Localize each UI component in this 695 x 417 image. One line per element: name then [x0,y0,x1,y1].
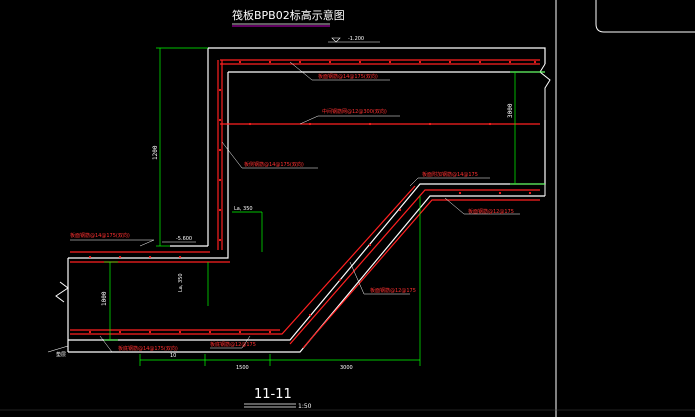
break-symbols [55,63,551,303]
label-left-upper: 板面钢筋@14@175(双向) [70,232,130,239]
label-bottom-mid: 板底钢筋@12@175 [210,341,256,348]
label-mid-mat: 中间钢筋网@12@300(双向) [322,108,387,115]
label-slope: 板面钢筋@12@175 [370,287,416,294]
scale-text: 1:50 [298,403,312,410]
dim-right-vertical: 3000 [507,103,514,118]
rebar-annotations: 板面钢筋@14@175(双向) 中间钢筋网@12@300(双向) 板侧钢筋@14… [70,73,514,352]
dimension-lines [104,47,545,366]
drawing-title: 筏板BPB02标高示意图 [232,8,345,27]
concrete-outline [67,47,546,353]
label-bottom-left: 板底钢筋@14@175(双向) [118,345,178,352]
dim-la-lower: La, 350 [178,273,184,292]
label-wall-side: 板侧钢筋@14@175(双向) [244,161,304,168]
section-label: 11-11 1:50 [244,387,312,410]
label-upper-right: 板面附加钢筋@14@175 [422,171,478,178]
top-level-text: -1.200 [348,36,364,42]
top-level-mark: -1.200 [328,36,380,43]
section-label-text: 11-11 [254,387,292,402]
ground-tag: 垫层 [47,345,69,358]
dim-left-low-vertical: 1000 [101,291,108,306]
dim-bottom-right: 3000 [340,365,353,371]
label-top-mat: 板面钢筋@14@175(双向) [318,73,378,80]
dim-bottom-mid: 1500 [236,365,249,371]
label-right-mid: 板面钢筋@12@175 [468,208,514,215]
ground-tag-text: 垫层 [56,351,66,358]
rebar-dots [88,60,537,334]
rebar-lines [70,59,540,349]
dimension-annotations: 1200 3000 1000 La, 350 La, 350 10 1500 3… [101,103,514,371]
step-level-mark: -5.600 [162,236,196,243]
title-text: 筏板BPB02标高示意图 [232,8,345,22]
dim-la-upper: La, 350 [234,206,253,212]
dim-left-vertical: 1200 [152,145,159,160]
dim-bottom-left: 10 [170,353,176,359]
leader-lines [70,61,520,353]
step-level-text: -5.600 [176,236,192,242]
